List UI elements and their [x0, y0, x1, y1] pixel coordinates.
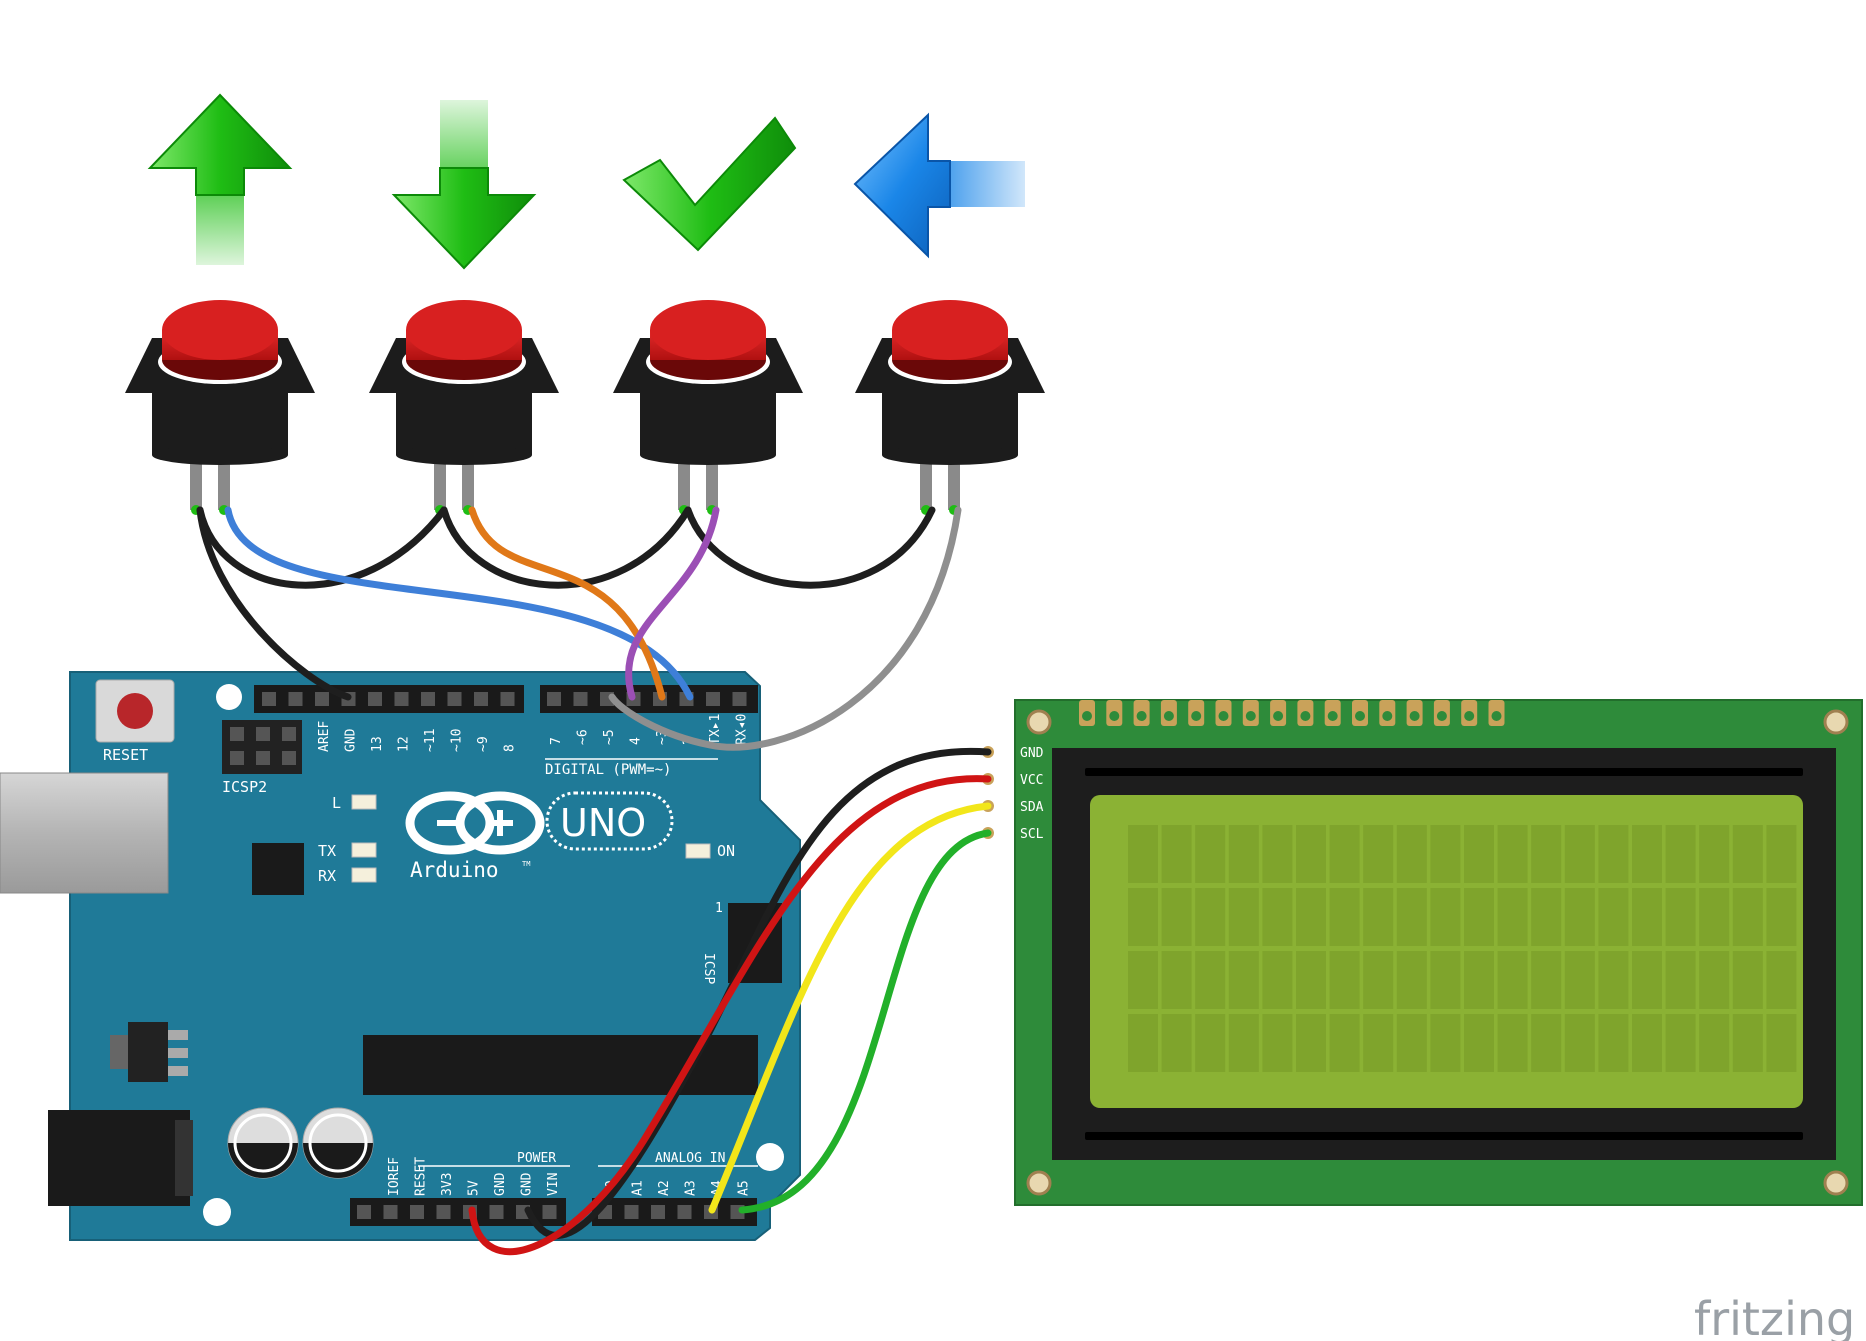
trademark-label: TM [522, 860, 530, 868]
fritzing-watermark: fritzing [1694, 1292, 1855, 1341]
wire-gray [608, 506, 962, 751]
lcd-module: GND VCC SDA SCL [982, 699, 1863, 1206]
led-tx-label: TX [318, 842, 336, 860]
digital-label: DIGITAL (PWM=~) [545, 762, 671, 778]
arduino-label: Arduino [410, 858, 499, 882]
wire-yellow [708, 802, 992, 1214]
icsp-pin1-label: 1 [715, 901, 723, 916]
pin-label: A5 [737, 1180, 752, 1196]
pushbutton[interactable] [125, 300, 315, 515]
lcd-pin-label: VCC [1020, 773, 1043, 788]
led-l [351, 794, 377, 810]
lcd-pin-label: GND [1020, 746, 1044, 761]
capacitor [302, 1107, 374, 1179]
wire-purple [625, 506, 720, 701]
reset-label: RESET [103, 746, 148, 764]
check-mark-icon [622, 116, 797, 252]
icsp2-label: ICSP2 [222, 778, 267, 796]
capacitor [227, 1107, 299, 1179]
led-on-label: ON [717, 842, 735, 860]
wire-red [468, 775, 992, 1256]
pin-label: 8 [503, 744, 518, 752]
wire-black [196, 506, 448, 589]
microcontroller-chip [252, 843, 304, 895]
pin-label: ~10 [450, 729, 465, 752]
wire-green [738, 829, 992, 1214]
pin-label: AREF [317, 721, 332, 752]
pin-label: TX▸1 [708, 714, 723, 745]
down-arrow-icon [391, 100, 537, 270]
pin-label: GND [520, 1172, 535, 1196]
pin-label: ~9 [476, 736, 491, 752]
wire-orange [468, 506, 666, 701]
analog-label: ANALOG IN [655, 1151, 725, 1166]
pin-label: 7 [549, 737, 564, 745]
pushbutton[interactable] [855, 300, 1045, 515]
led-l-label: L [332, 794, 341, 812]
pin-label: GND [344, 728, 359, 752]
power-jack [48, 1110, 190, 1206]
pin-label: ~5 [602, 729, 617, 745]
pin-label: ~11 [423, 729, 438, 752]
usb-port [0, 772, 169, 894]
pin-label: RX◂0 [735, 714, 750, 745]
wire-black [196, 506, 352, 701]
led-rx-label: RX [318, 867, 336, 885]
pin-label: 5V [467, 1180, 482, 1196]
analog-header [592, 1198, 757, 1226]
led-rx [351, 867, 377, 883]
pushbutton[interactable] [613, 300, 803, 515]
wires [196, 506, 992, 1256]
wire-black [684, 506, 936, 589]
arduino-logo [405, 791, 545, 855]
digital-header-right [540, 685, 758, 713]
lcd-pin-label: SCL [1020, 827, 1044, 842]
pin-label: 13 [370, 736, 385, 752]
uno-label: UNO [560, 801, 646, 845]
pin-label: GND [493, 1172, 508, 1196]
led-on [685, 843, 711, 859]
pin-label: ~6 [576, 729, 591, 745]
arduino-uno-board: RESET ICSP2 [0, 671, 801, 1241]
pushbutton[interactable] [369, 300, 559, 515]
reset-button[interactable] [95, 679, 175, 743]
pin-label: IOREF [387, 1157, 402, 1196]
pin-label: A1 [631, 1180, 646, 1196]
power-label: POWER [517, 1151, 556, 1166]
left-arrow-icon [853, 112, 1025, 259]
pin-label: VIN [546, 1173, 561, 1196]
wire-black [440, 506, 692, 589]
pin-label: RESET [414, 1157, 429, 1196]
pin-label: A2 [657, 1180, 672, 1196]
pin-label: 4 [629, 737, 644, 745]
icsp-label: ICSP [701, 953, 716, 984]
led-tx [351, 842, 377, 858]
lcd-pin-label: SDA [1020, 800, 1044, 815]
pin-label: A3 [684, 1180, 699, 1196]
voltage-regulator [128, 1022, 168, 1082]
pin-label: 12 [397, 736, 412, 752]
up-arrow-icon [147, 93, 293, 265]
pin-label: 3V3 [440, 1173, 455, 1196]
